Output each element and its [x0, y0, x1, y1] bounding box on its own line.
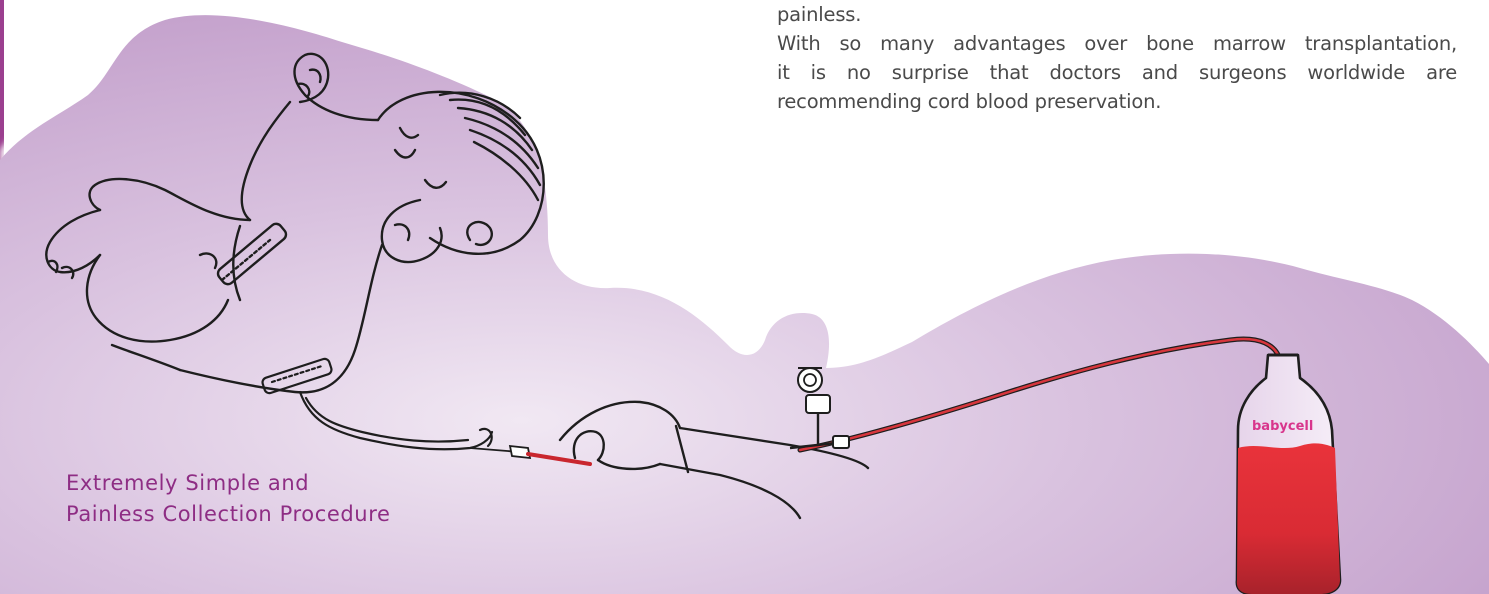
procedure-caption: Extremely Simple and Painless Collection…: [66, 468, 391, 530]
advantages-paragraph: painless. With so many advantages over b…: [777, 0, 1457, 116]
paragraph-line: recommending cord blood preservation.: [777, 87, 1457, 116]
paragraph-line: painless.: [777, 0, 1457, 29]
caption-line-1: Extremely Simple and: [66, 468, 391, 499]
bag-brand-label: babycell: [1252, 419, 1313, 434]
caption-line-2: Painless Collection Procedure: [66, 499, 391, 530]
paragraph-line: it is no surprise that doctors and surge…: [777, 58, 1457, 87]
paragraph-line: With so many advantages over bone marrow…: [777, 29, 1457, 58]
